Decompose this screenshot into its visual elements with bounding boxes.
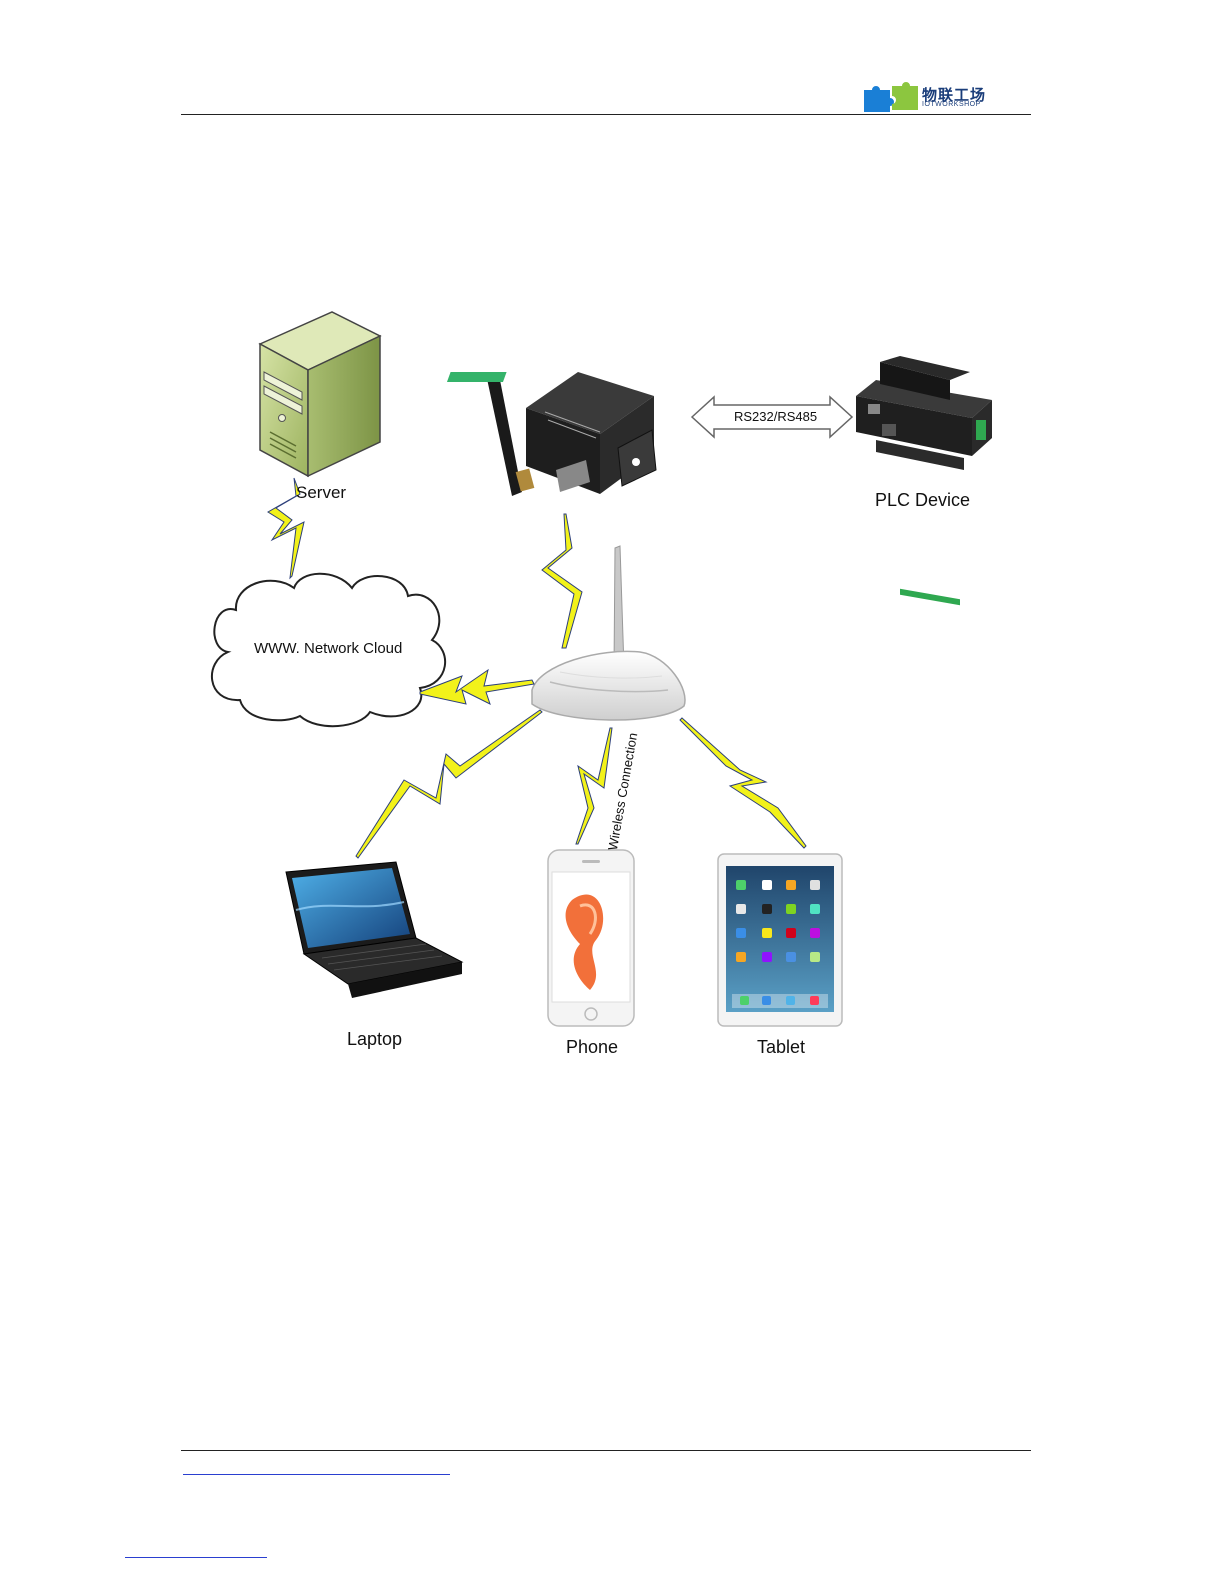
laptop-label: Laptop bbox=[347, 1029, 402, 1050]
server-label: Server bbox=[296, 483, 346, 503]
plc-device-label: PLC Device bbox=[875, 490, 970, 511]
router-phone-link-bolt bbox=[576, 728, 612, 844]
serial-server-device-icon bbox=[447, 372, 656, 496]
phone-label: Phone bbox=[566, 1037, 618, 1058]
phone-icon bbox=[548, 850, 634, 1026]
plc-device-icon bbox=[856, 356, 992, 605]
device-router-link-bolt bbox=[542, 514, 582, 648]
footer-link[interactable] bbox=[183, 1458, 450, 1475]
footer-rule bbox=[181, 1450, 1031, 1451]
router-laptop-link-bolt bbox=[356, 710, 542, 858]
router-icon bbox=[532, 546, 685, 720]
router-tablet-link-bolt bbox=[680, 718, 806, 848]
cloud-label: WWW. Network Cloud bbox=[254, 640, 402, 657]
laptop-icon bbox=[286, 862, 462, 998]
tablet-icon bbox=[718, 854, 842, 1026]
tablet-label: Tablet bbox=[757, 1037, 805, 1058]
footer-link-secondary[interactable] bbox=[125, 1541, 267, 1558]
server-icon bbox=[260, 312, 380, 476]
serial-link-label: RS232/RS485 bbox=[734, 409, 817, 424]
